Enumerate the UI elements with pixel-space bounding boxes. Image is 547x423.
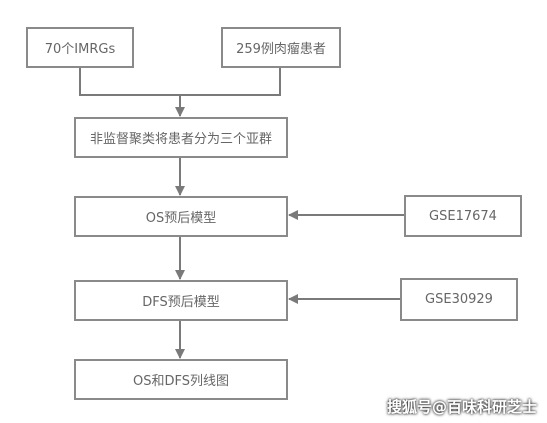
node-os-model: OS预后模型 [74,196,288,237]
node-gse30929: GSE30929 [400,278,518,321]
node-dfs-model: DFS预后模型 [74,280,288,321]
node-nomogram: OS和DFS列线图 [74,359,288,400]
node-clustering: 非监督聚类将患者分为三个亚群 [74,117,288,158]
watermark-text: 搜狐号@百味科研芝士 [386,398,537,416]
node-gse17674: GSE17674 [404,195,522,237]
node-imrgs: 70个IMRGs [26,27,134,68]
node-patients: 259例肉瘤患者 [221,27,341,68]
